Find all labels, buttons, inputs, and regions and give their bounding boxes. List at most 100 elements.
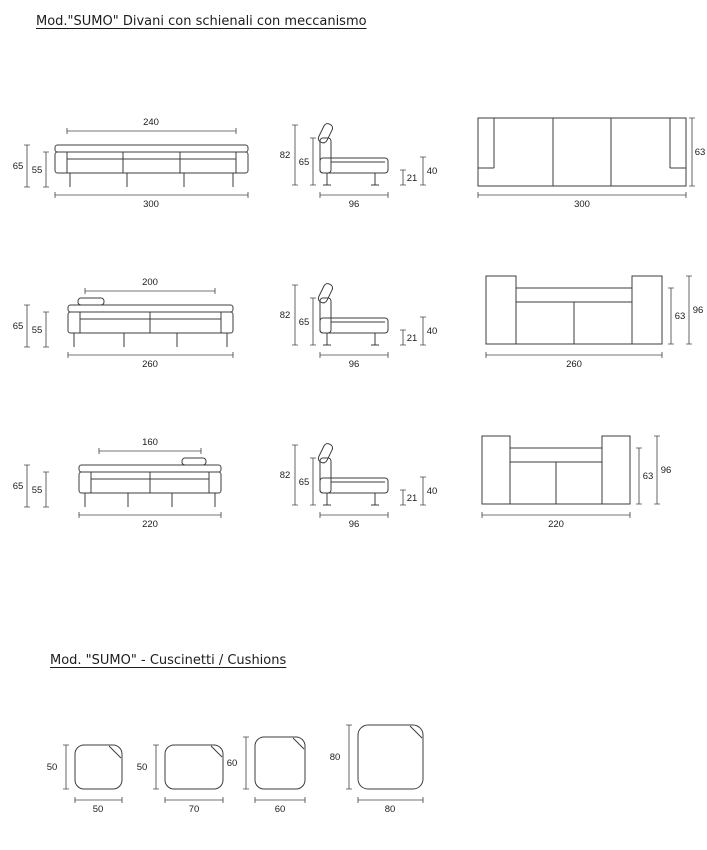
dim-label-plan-width: 220 — [548, 519, 564, 530]
dim-label-depth: 96 — [349, 199, 360, 210]
dim-label-height-arm: 55 — [32, 165, 43, 176]
dim-label-plan-depth-seat: 63 — [695, 147, 706, 158]
dim-height-total: 65 — [13, 304, 30, 348]
dim-plan-depth-seat: 63 — [636, 447, 654, 505]
dim-total-width: 260 — [67, 352, 234, 370]
dim-label-leg-clearance: 21 — [407, 493, 418, 504]
dim-label-seat-width: 200 — [142, 277, 158, 288]
dim-seat-height: 40 — [420, 156, 438, 186]
dim-cushion1-height: 50 — [47, 744, 69, 790]
dim-plan-width: 220 — [481, 512, 631, 530]
headrest-raised — [181, 457, 207, 466]
dim-label-plan-depth-seat: 63 — [643, 471, 654, 482]
sofa-side-elevation-row1: 82 65 96 21 40 — [280, 123, 438, 210]
dim-leg-clearance: 21 — [400, 329, 418, 346]
dim-label-height-headrest: 82 — [280, 150, 291, 161]
sofa-front-drawing — [67, 297, 234, 347]
cushion-50x70 — [164, 744, 224, 790]
sofa-front-elevation-row1: 240 65 55 300 — [13, 117, 249, 210]
cushion-50x50 — [74, 744, 123, 790]
sofa-plan-drawing — [477, 117, 687, 187]
dim-seat-height: 40 — [420, 476, 438, 506]
dim-label-depth: 96 — [349, 519, 360, 530]
dim-label-cushion1-width: 50 — [93, 804, 104, 815]
dim-label-height-total: 65 — [13, 321, 24, 332]
dim-label-cushion4-height: 80 — [330, 752, 341, 763]
dim-seat-width: 240 — [66, 117, 237, 134]
sofa-side-elevation-row2: 82 65 96 21 40 — [280, 283, 437, 370]
dim-depth: 96 — [319, 512, 389, 530]
sofa-front-drawing — [78, 457, 222, 507]
dim-label-seat-height: 40 — [427, 166, 438, 177]
dim-label-plan-depth-seat: 63 — [675, 311, 686, 322]
dim-depth: 96 — [319, 352, 389, 370]
headrest-flap — [317, 443, 334, 464]
dim-cushion4-width: 80 — [357, 797, 424, 815]
dim-plan-depth-seat: 63 — [668, 287, 686, 345]
sheet-title-cushions: Mod. "SUMO" - Cuscinetti / Cushions — [50, 653, 287, 668]
dim-label-seat-width: 240 — [143, 117, 159, 128]
dim-label-total-width: 260 — [142, 359, 158, 370]
dim-label-height-arm: 55 — [32, 325, 43, 336]
dim-label-height-total: 65 — [13, 481, 24, 492]
dim-height-headrest: 82 — [280, 124, 298, 186]
dim-label-height-arm: 55 — [32, 485, 43, 496]
dim-cushion1-width: 50 — [74, 797, 123, 815]
dim-label-leg-clearance: 21 — [407, 333, 418, 344]
sofa-side-drawing — [317, 443, 389, 506]
dim-height-back: 65 — [299, 137, 316, 186]
dim-height-back: 65 — [299, 457, 316, 506]
dim-label-cushion3-width: 60 — [275, 804, 286, 815]
dim-label-depth: 96 — [349, 359, 360, 370]
dim-label-cushion2-height: 50 — [137, 762, 148, 773]
dim-cushion2-height: 50 — [137, 744, 159, 790]
dim-label-height-back: 65 — [299, 157, 310, 168]
dim-height-headrest: 82 — [280, 284, 298, 346]
dim-label-seat-width: 160 — [142, 437, 158, 448]
dim-leg-clearance: 21 — [400, 169, 418, 186]
dim-height-arm: 55 — [32, 151, 49, 188]
sofa-plan-view-row3: 220 63 96 — [481, 435, 672, 530]
dim-cushion2-width: 70 — [164, 797, 224, 815]
dim-label-height-total: 65 — [13, 161, 24, 172]
dim-cushion4-height: 80 — [330, 724, 352, 790]
dim-label-seat-height: 40 — [427, 486, 438, 497]
sofa-plan-drawing — [485, 275, 663, 345]
dim-seat-width: 200 — [84, 277, 216, 294]
sheet-title-sofas: Mod."SUMO" Divani con schienali con mecc… — [36, 14, 367, 29]
dim-label-height-back: 65 — [299, 477, 310, 488]
dim-height-back: 65 — [299, 297, 316, 346]
dim-height-headrest: 82 — [280, 444, 298, 506]
dim-label-height-back: 65 — [299, 317, 310, 328]
dim-label-cushion3-height: 60 — [227, 758, 238, 769]
dim-label-height-headrest: 82 — [280, 470, 291, 481]
dim-label-leg-clearance: 21 — [407, 173, 418, 184]
dim-total-width: 300 — [54, 192, 249, 210]
dim-label-height-headrest: 82 — [280, 310, 291, 321]
dim-cushion3-height: 60 — [227, 736, 249, 790]
cushions-drawing: 50 50 50 70 60 60 — [47, 724, 424, 815]
dim-plan-depth-total: 96 — [654, 435, 672, 505]
dim-label-plan-width: 260 — [566, 359, 582, 370]
dim-plan-width: 300 — [477, 192, 687, 210]
dim-plan-depth-seat: 63 — [689, 117, 706, 187]
dim-label-total-width: 300 — [143, 199, 159, 210]
headrest-flap — [317, 123, 334, 144]
dim-label-plan-depth-total: 96 — [661, 465, 672, 476]
dim-label-cushion2-width: 70 — [189, 804, 200, 815]
cushion-60x60 — [254, 736, 306, 790]
sofa-side-drawing — [317, 283, 389, 346]
dim-depth: 96 — [319, 192, 389, 210]
dim-label-plan-depth-total: 96 — [693, 305, 704, 316]
dim-leg-clearance: 21 — [400, 489, 418, 506]
sofa-front-elevation-row3: 160 65 55 220 — [13, 437, 222, 530]
sofa-front-drawing — [54, 144, 249, 187]
cushion-80x80 — [357, 724, 424, 790]
dim-cushion3-width: 60 — [254, 797, 306, 815]
dim-height-total: 65 — [13, 144, 30, 188]
dim-height-arm: 55 — [32, 311, 49, 348]
sofa-plan-view-row2: 260 63 96 — [485, 275, 704, 370]
headrest-flap — [317, 283, 334, 304]
dim-seat-width: 160 — [98, 437, 202, 454]
